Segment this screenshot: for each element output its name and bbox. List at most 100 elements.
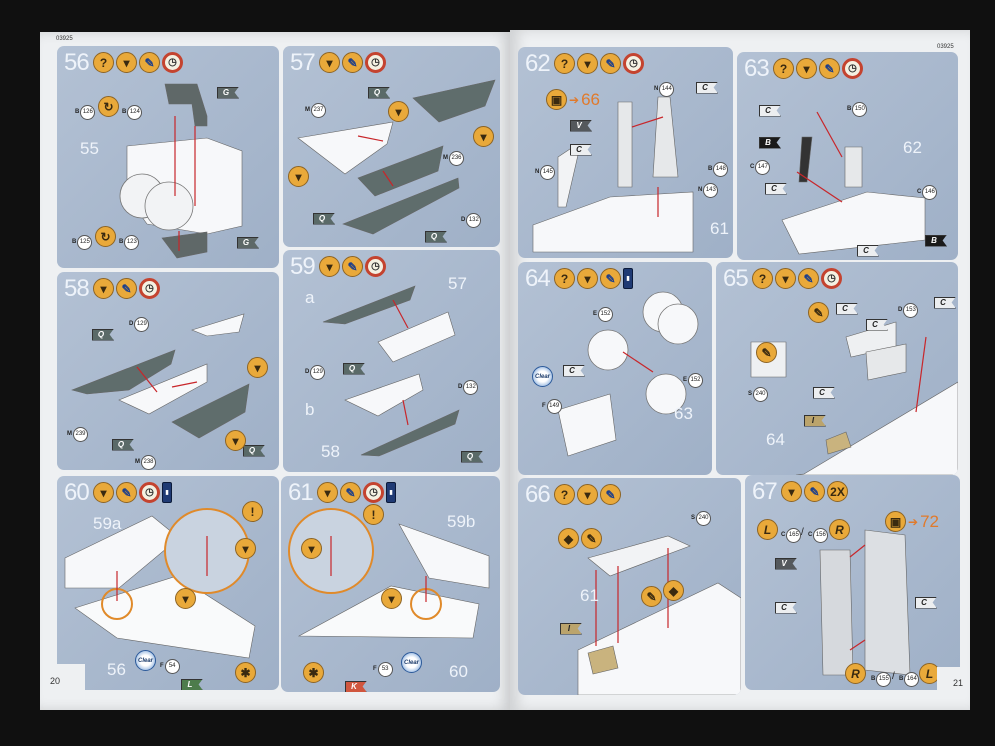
- callout: 56: [107, 660, 126, 680]
- glue-icon: ▾: [93, 482, 114, 503]
- callout: B: [925, 230, 947, 248]
- color-code-flag: L: [181, 678, 203, 690]
- step-number: 66: [525, 481, 551, 508]
- page-number: 20: [50, 676, 61, 686]
- assembly-arrow: [136, 366, 158, 393]
- sprue-letter: C: [808, 532, 813, 538]
- arrow-right-icon: ➔: [569, 92, 580, 107]
- sprue-letter: B: [122, 109, 127, 115]
- help-icon: ?: [752, 268, 773, 289]
- sprue-letter: F: [160, 663, 164, 669]
- color-code-flag: C: [866, 318, 888, 331]
- glue-icon: ▾: [319, 256, 340, 277]
- callout: !: [242, 501, 263, 522]
- callout: 61: [580, 586, 599, 606]
- color-code-flag: Q: [425, 230, 447, 243]
- sprue-letter: M: [443, 155, 448, 161]
- asterisk-icon: ✱: [235, 662, 256, 683]
- color-code-flag: C: [765, 182, 787, 195]
- color-code-flag: C: [836, 302, 858, 315]
- callout: Clear: [401, 652, 422, 673]
- reference-label: 63: [674, 404, 693, 423]
- step-icons: ?▾✎▮: [554, 268, 633, 289]
- 2x-icon: 2X: [827, 481, 848, 502]
- model-part-shape: [825, 431, 852, 455]
- model-part-shape: [360, 409, 460, 457]
- go-to-step-reference: ▣➔72: [885, 511, 939, 532]
- callout: 64: [766, 430, 785, 450]
- step-icons: ▾✎◷: [319, 256, 386, 277]
- sprue-letter: N: [654, 86, 659, 92]
- bottle-icon: ▮: [162, 482, 172, 503]
- callout: ▾: [235, 538, 256, 559]
- assembly-illustration: [288, 508, 490, 639]
- bottle-icon: ▮: [623, 268, 633, 289]
- color-code-flag: C: [934, 296, 956, 309]
- color-code-flag: Q: [368, 86, 390, 99]
- step-icons: ?▾✎◷: [554, 53, 644, 74]
- paint-icon: ✎: [600, 268, 621, 289]
- reference-label: a: [305, 288, 315, 307]
- callout: ✱: [235, 662, 256, 683]
- wheel-shape: [144, 181, 194, 231]
- model-part-shape: [191, 313, 245, 337]
- step-number: 59: [290, 253, 316, 280]
- model-part-shape: [781, 191, 926, 255]
- model-part-shape: [171, 383, 250, 439]
- reference-label: 59a: [93, 514, 122, 533]
- assembly-arrow: [816, 111, 843, 158]
- color-code-flag: C: [915, 596, 937, 609]
- model-part-shape: [322, 285, 416, 325]
- step-icons: ▾✎◷: [319, 52, 386, 73]
- target-step-number: 66: [581, 89, 600, 109]
- help-icon: ?: [554, 268, 575, 289]
- clock-icon: ◷: [842, 58, 863, 79]
- color-code-flag: I: [804, 414, 826, 427]
- model-part-shape: [557, 393, 617, 457]
- part-number: 239: [73, 426, 88, 442]
- clock-icon: ◷: [821, 268, 842, 289]
- part-number: 165: [786, 527, 802, 543]
- step-icons: ?▾✎◷: [752, 268, 842, 289]
- callout: Q: [368, 82, 390, 100]
- assembly-arrow: [849, 639, 866, 651]
- part-number: 152: [598, 306, 614, 322]
- callout: C: [775, 597, 797, 615]
- assembly-arrow: [392, 299, 409, 329]
- callout: ▣➔66: [546, 89, 600, 110]
- part-number: 152: [688, 372, 704, 388]
- model-part-shape: [577, 582, 741, 695]
- paint-icon: ✎: [340, 482, 361, 503]
- part-number: 238: [141, 454, 156, 470]
- page-code: 03925: [56, 36, 73, 42]
- callout: Clear: [135, 650, 156, 671]
- callout: ✎: [808, 302, 829, 323]
- glue-icon: ▾: [247, 357, 268, 378]
- model-part-shape: [398, 523, 490, 589]
- sprue-letter: C: [750, 164, 755, 170]
- reference-label: 61: [580, 586, 599, 605]
- go-to-step-reference: ▣➔66: [546, 89, 600, 110]
- sprue-letter: C: [781, 532, 786, 538]
- flip-icon: ◆: [558, 528, 579, 549]
- part-number: 153: [903, 302, 919, 318]
